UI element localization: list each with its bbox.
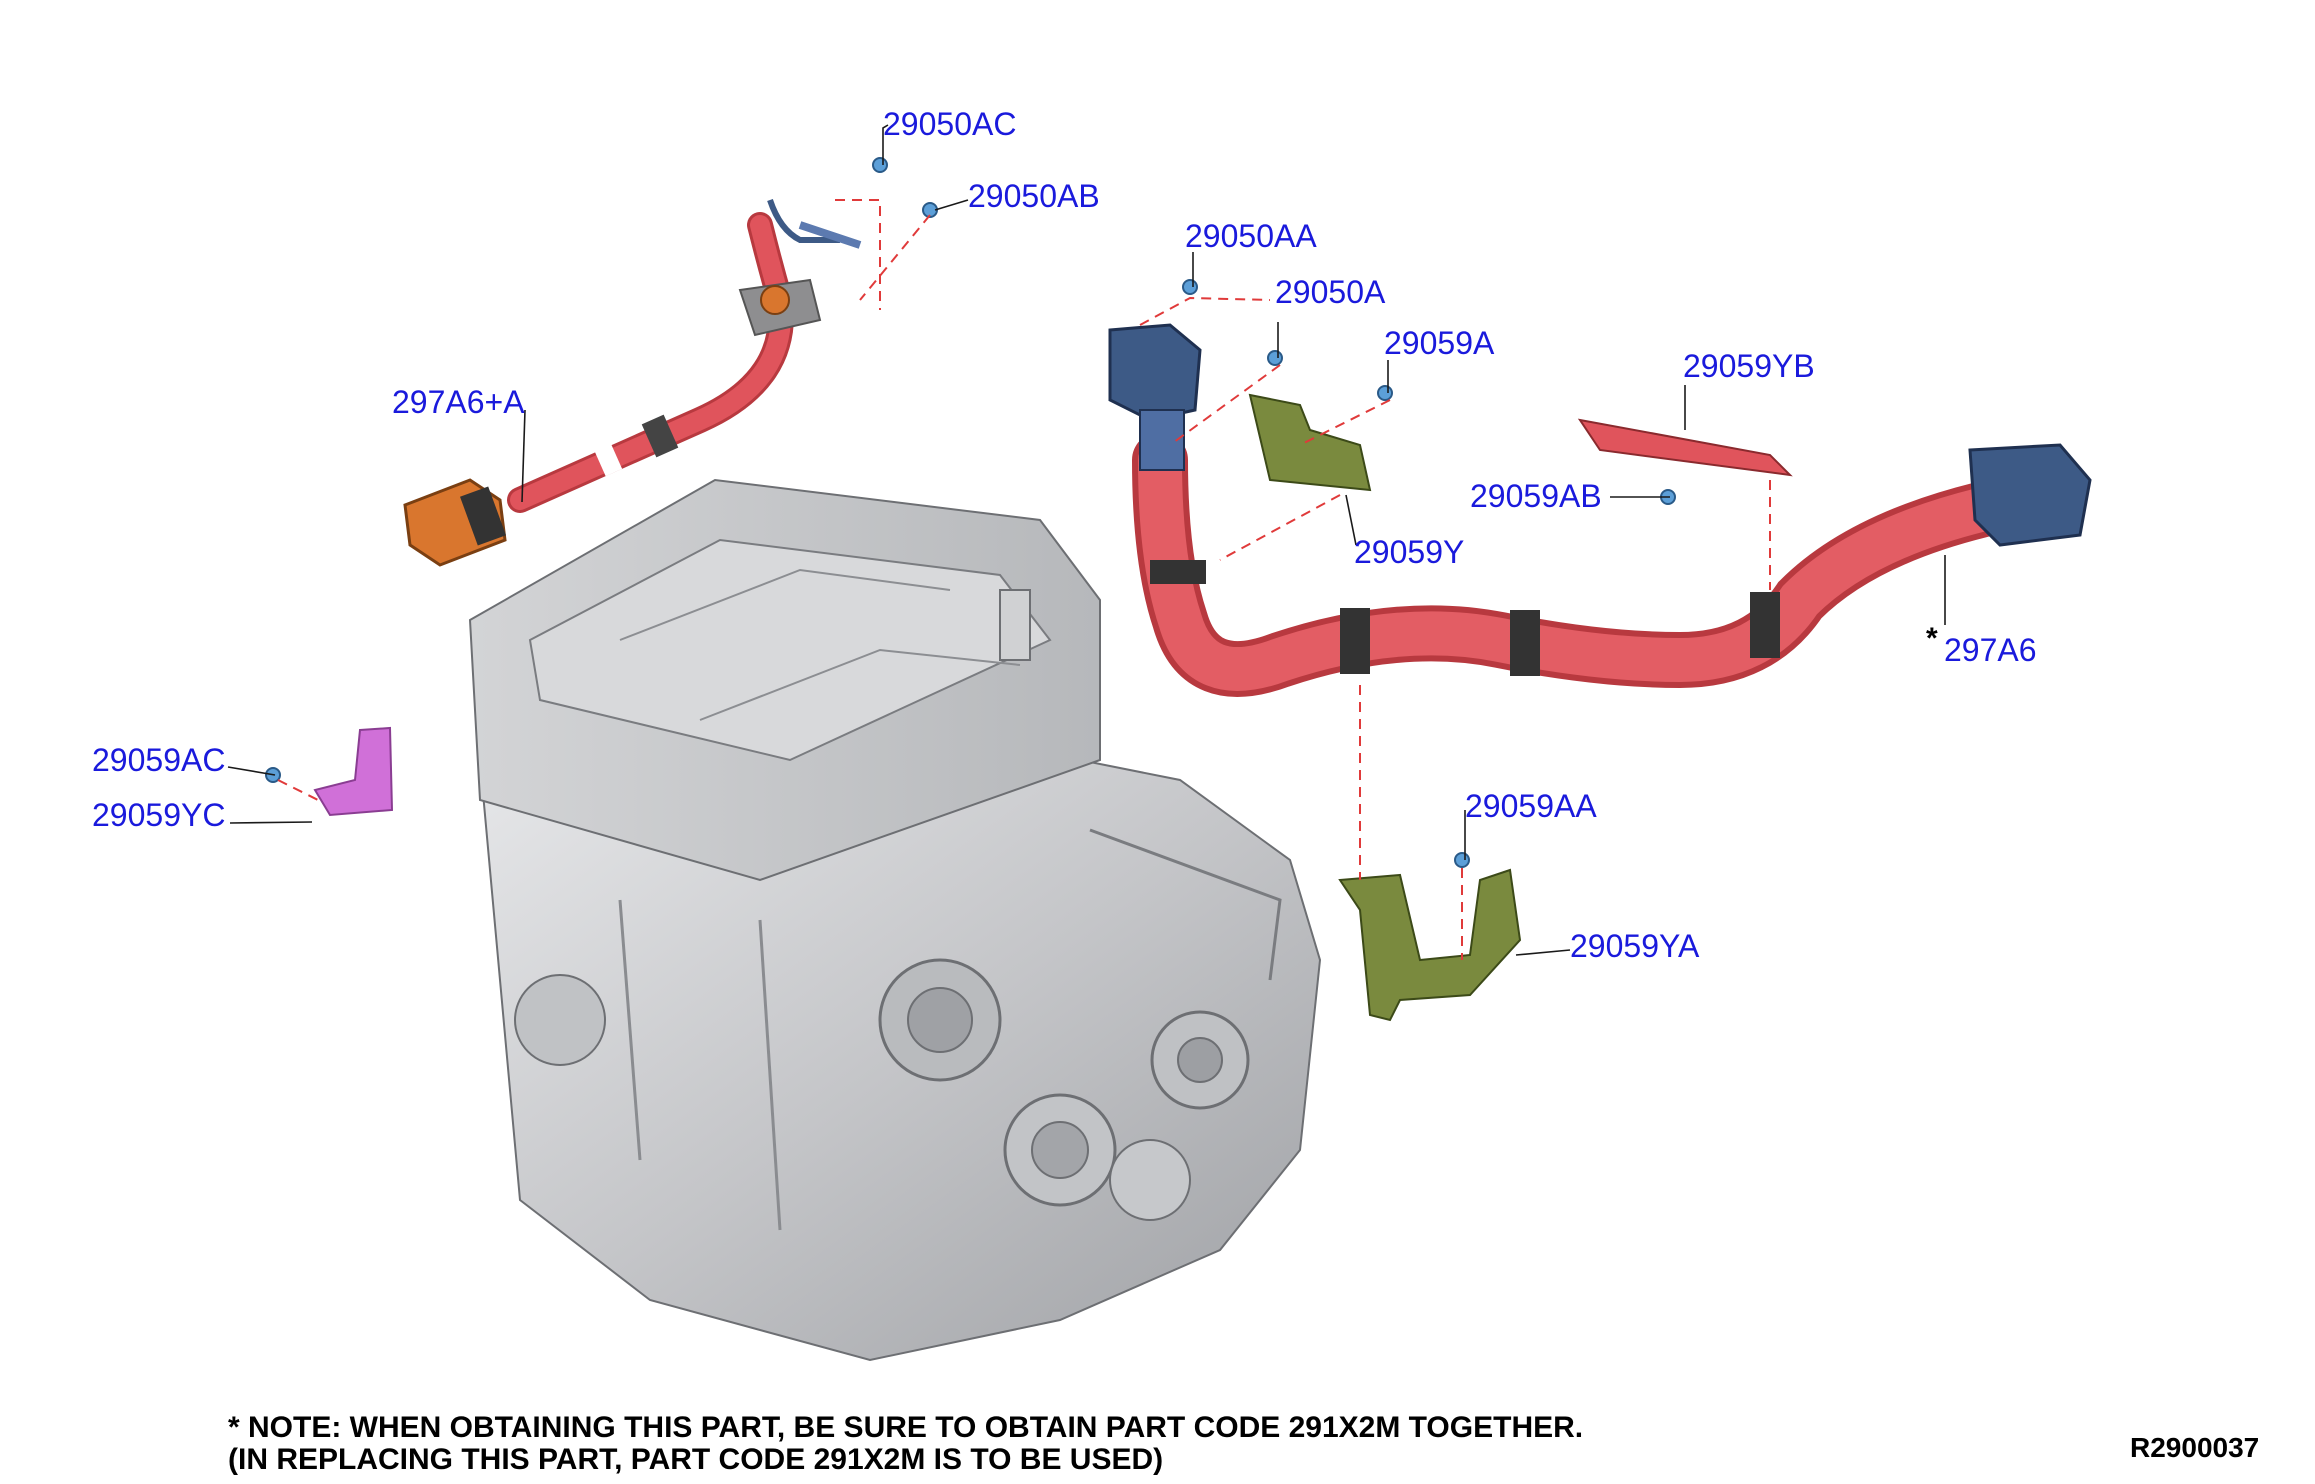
star-marker: *	[1926, 622, 1938, 655]
part-label-29059AA[interactable]: 29059AA	[1465, 788, 1597, 824]
part-label-29059A[interactable]: 29059A	[1384, 325, 1495, 361]
part-label-29050AB[interactable]: 29050AB	[968, 178, 1100, 214]
footer-note-line-2: (IN REPLACING THIS PART, PART CODE 291X2…	[228, 1443, 1164, 1477]
part-label-29050AC[interactable]: 29050AC	[883, 106, 1017, 142]
alignment-lines	[277, 199, 1771, 960]
part-label-29059YA[interactable]: 29059YA	[1570, 928, 1700, 964]
part-label-29050A[interactable]: 29050A	[1275, 274, 1386, 310]
part-label-29059AC[interactable]: 29059AC	[92, 742, 226, 778]
part-label-297A6-plus-A[interactable]: 297A6+A	[392, 384, 525, 420]
leader-lines	[227, 124, 1946, 956]
part-label-29059YB[interactable]: 29059YB	[1683, 348, 1815, 384]
short-high-voltage-cable	[403, 199, 862, 567]
part-label-29059YC[interactable]: 29059YC	[92, 797, 226, 833]
part-label-297A6[interactable]: 297A6	[1944, 632, 2037, 668]
motor-assembly	[468, 478, 1322, 1362]
diagram-code: R2900037	[2130, 1432, 2260, 1463]
part-label-29050AA[interactable]: 29050AA	[1185, 218, 1317, 254]
long-high-voltage-cable	[1108, 323, 2092, 697]
brackets	[313, 393, 1793, 1022]
part-label-29059AB[interactable]: 29059AB	[1470, 478, 1602, 514]
footer-note-line-1: * NOTE: WHEN OBTAINING THIS PART, BE SUR…	[228, 1411, 1584, 1444]
footer-note: * NOTE: WHEN OBTAINING THIS PART, BE SUR…	[228, 1411, 1584, 1477]
part-label-29059Y[interactable]: 29059Y	[1354, 534, 1465, 570]
